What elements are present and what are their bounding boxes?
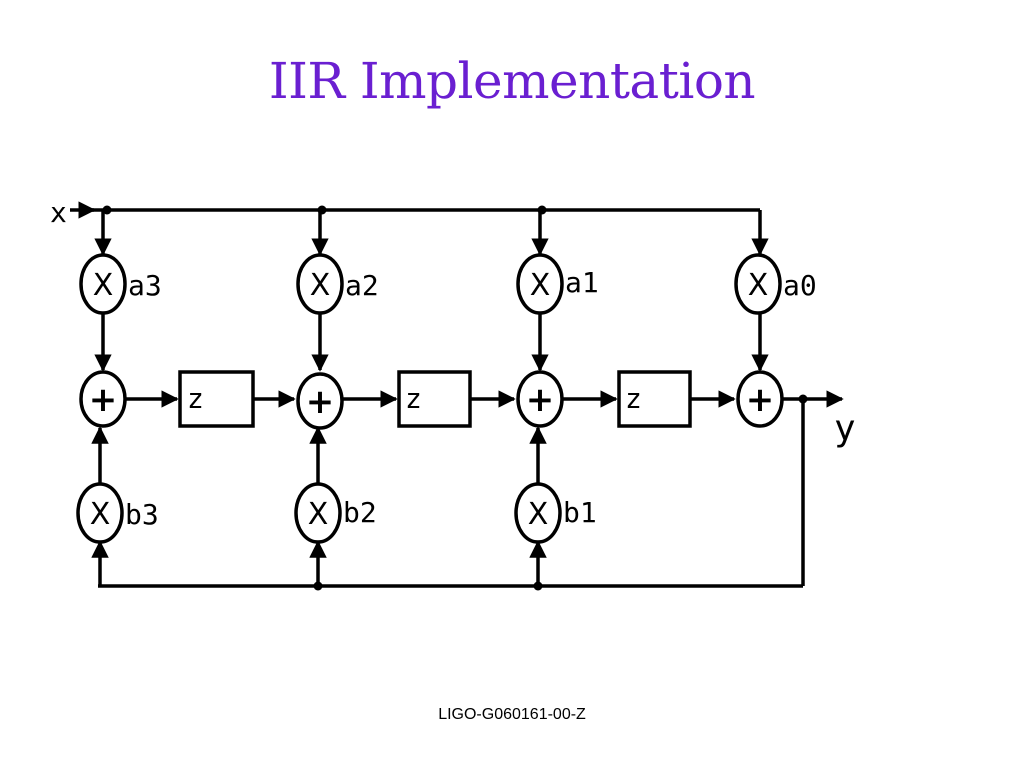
coef-a2-label: a2	[345, 269, 379, 302]
coef-a1-label: a1	[565, 266, 599, 299]
coef-b2-label: b2	[343, 496, 377, 529]
multiplier-symbol: X	[308, 497, 329, 532]
adder-1	[516, 370, 564, 428]
adder-symbol: +	[306, 382, 335, 422]
coef-a3-label: a3	[128, 269, 162, 302]
junction-dot	[533, 581, 543, 591]
adder-symbol: +	[746, 380, 775, 420]
slide-title: IIR Implementation	[268, 52, 756, 110]
multiplier-b3	[76, 482, 124, 544]
delay-label: z	[405, 382, 422, 415]
delay-label: z	[187, 382, 204, 415]
adder-symbol: +	[89, 380, 118, 420]
junction-dot	[313, 581, 323, 591]
adder-symbol: +	[526, 380, 555, 420]
coef-a0-label: a0	[783, 269, 817, 302]
multiplier-a1	[516, 253, 564, 315]
coef-b1-label: b1	[563, 496, 597, 529]
delay-box-1	[178, 370, 255, 428]
multiplier-symbol: X	[528, 497, 549, 532]
delay-box-3	[617, 370, 692, 428]
adder-2	[296, 372, 344, 430]
junction-dot	[537, 205, 547, 215]
adder-0	[736, 370, 784, 428]
multiplier-a3	[79, 253, 127, 315]
delay-label: z	[625, 382, 642, 415]
multiplier-symbol: X	[310, 268, 331, 303]
output-label: y	[834, 408, 856, 449]
multiplier-symbol: X	[93, 268, 114, 303]
multiplier-symbol: X	[530, 268, 551, 303]
coef-b3-label: b3	[125, 498, 159, 531]
adder-3	[79, 370, 127, 428]
multiplier-symbol: X	[90, 497, 111, 532]
multiplier-a0	[734, 253, 782, 315]
junction-dot	[798, 394, 808, 404]
input-label: x	[50, 196, 67, 229]
delay-box-2	[397, 370, 472, 428]
slide-footer: LIGO-G060161-00-Z	[438, 706, 586, 723]
junction-dot	[317, 205, 327, 215]
multiplier-b1	[514, 482, 562, 544]
multiplier-symbol: X	[748, 268, 769, 303]
multiplier-a2	[296, 253, 344, 315]
multiplier-b2	[294, 482, 342, 544]
junction-dot	[102, 205, 112, 215]
